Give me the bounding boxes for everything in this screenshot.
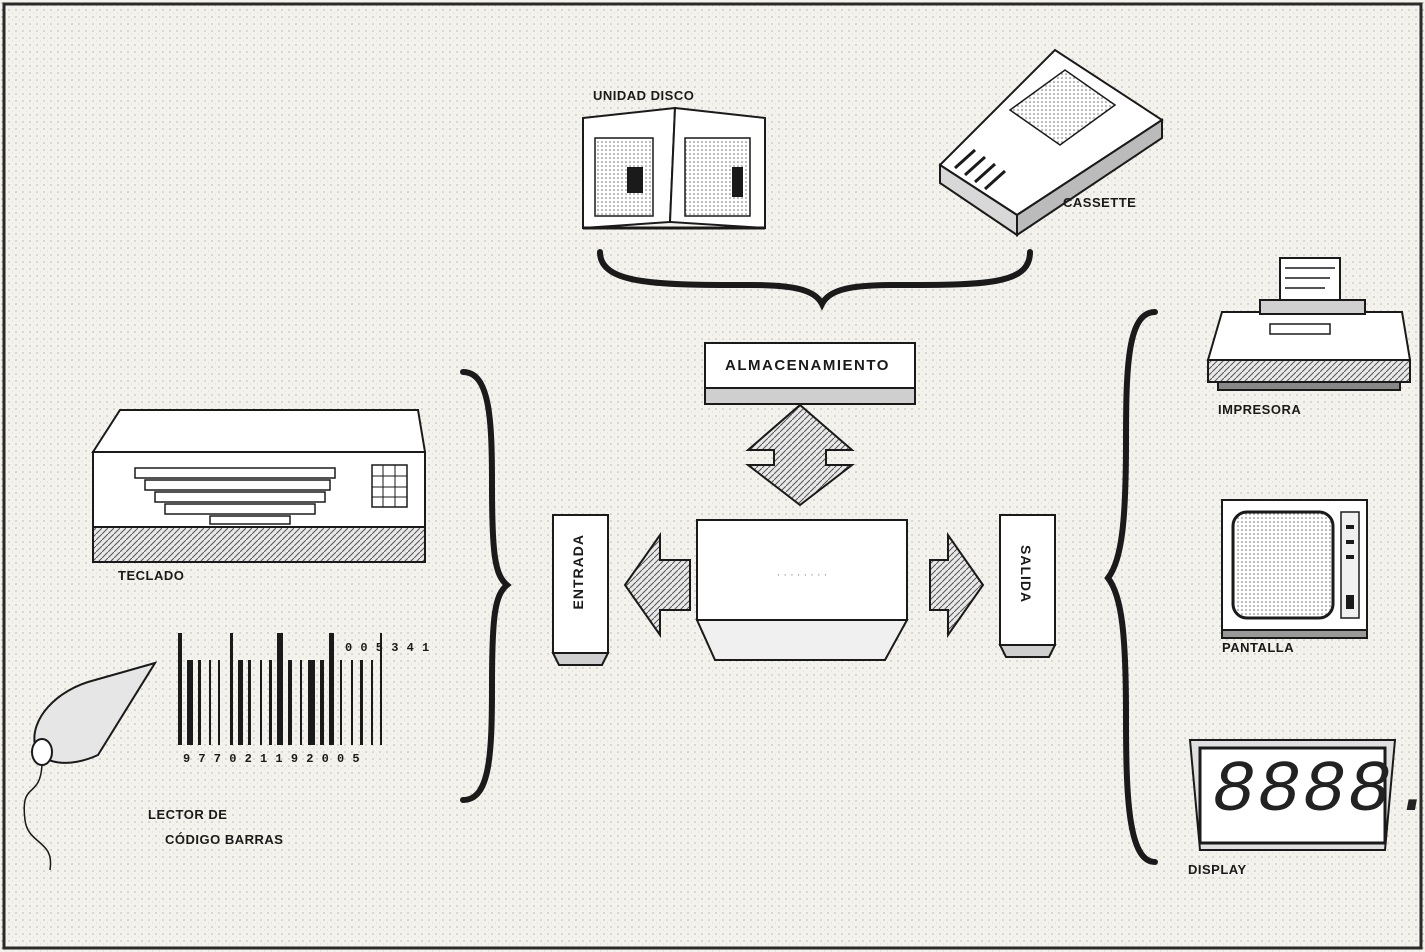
barcode-bar — [238, 660, 243, 745]
svg-text:· · · · · · · ·: · · · · · · · · — [777, 569, 828, 581]
barcode-bar — [230, 633, 233, 745]
barcode-bar — [218, 660, 220, 745]
display-readout: 8888. — [1212, 750, 1425, 832]
barcode-bar — [178, 633, 182, 745]
screen-label: PANTALLA — [1222, 640, 1294, 655]
processing-unit-block: · · · · · · · · — [697, 520, 907, 660]
barcode-bar — [340, 660, 342, 745]
barcode-bar — [300, 660, 302, 745]
barcode-bar — [371, 660, 373, 745]
keyboard-label: TECLADO — [118, 568, 184, 583]
disk-drive-icon — [583, 108, 765, 228]
barcode-digits-top: 0 0 5 3 4 1 — [345, 641, 430, 655]
barcode-bar — [269, 660, 272, 745]
barcode-digits-bottom: 9 7 7 0 2 1 1 9 2 0 0 5 — [183, 752, 360, 766]
monitor-icon — [1222, 500, 1367, 638]
cassette-label: CASSETTE — [1063, 195, 1136, 210]
barcode-reader-label-line2: CÓDIGO BARRAS — [165, 832, 283, 847]
barcode-bar — [277, 633, 283, 745]
barcode-bar — [248, 660, 251, 745]
barcode-bar — [198, 660, 201, 745]
entrada-label: ENTRADA — [570, 534, 586, 609]
almacenamiento-label: ALMACENAMIENTO — [725, 357, 890, 374]
barcode-bar — [329, 633, 334, 745]
barcode-bar — [209, 660, 211, 745]
salida-label: SALIDA — [1018, 545, 1034, 603]
display-label: DISPLAY — [1188, 862, 1247, 877]
keyboard-icon — [93, 410, 425, 562]
barcode-bar — [320, 660, 324, 745]
barcode-bar — [351, 660, 353, 745]
printer-label: IMPRESORA — [1218, 402, 1301, 417]
barcode-bar — [360, 660, 363, 745]
barcode-bar — [187, 660, 193, 745]
disk-drive-label: UNIDAD DISCO — [593, 88, 694, 103]
barcode-bar — [260, 660, 262, 745]
barcode-bar — [288, 660, 292, 745]
barcode-reader-label-line1: LECTOR DE — [148, 807, 227, 822]
barcode-bar — [308, 660, 315, 745]
